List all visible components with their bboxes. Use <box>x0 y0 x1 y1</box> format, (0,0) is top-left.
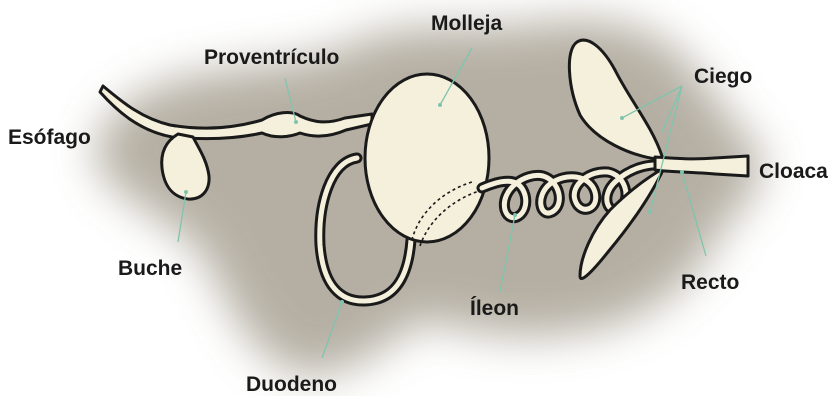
leader-duodeno-dot <box>340 300 344 304</box>
label-recto: Recto <box>681 271 739 294</box>
label-duodeno: Duodeno <box>246 373 337 396</box>
leader-proventriculo-dot <box>294 120 298 124</box>
label-buche: Buche <box>118 257 182 280</box>
leader-recto-dot <box>680 170 684 174</box>
label-esofago: Esófago <box>8 126 91 149</box>
label-molleja: Molleja <box>431 12 503 35</box>
label-ciego: Ciego <box>694 65 752 88</box>
label-proventriculo: Proventrículo <box>204 46 339 69</box>
leader-ileon-dot <box>513 213 517 217</box>
label-ileon: Íleon <box>470 297 519 320</box>
gizzard <box>365 74 489 242</box>
label-cloaca: Cloaca <box>759 160 828 183</box>
leader-ciego-dot-2 <box>648 210 652 214</box>
leader-molleja-dot <box>438 103 442 107</box>
leader-buche-dot <box>184 190 188 194</box>
leader-ciego-dot-1 <box>620 116 624 120</box>
